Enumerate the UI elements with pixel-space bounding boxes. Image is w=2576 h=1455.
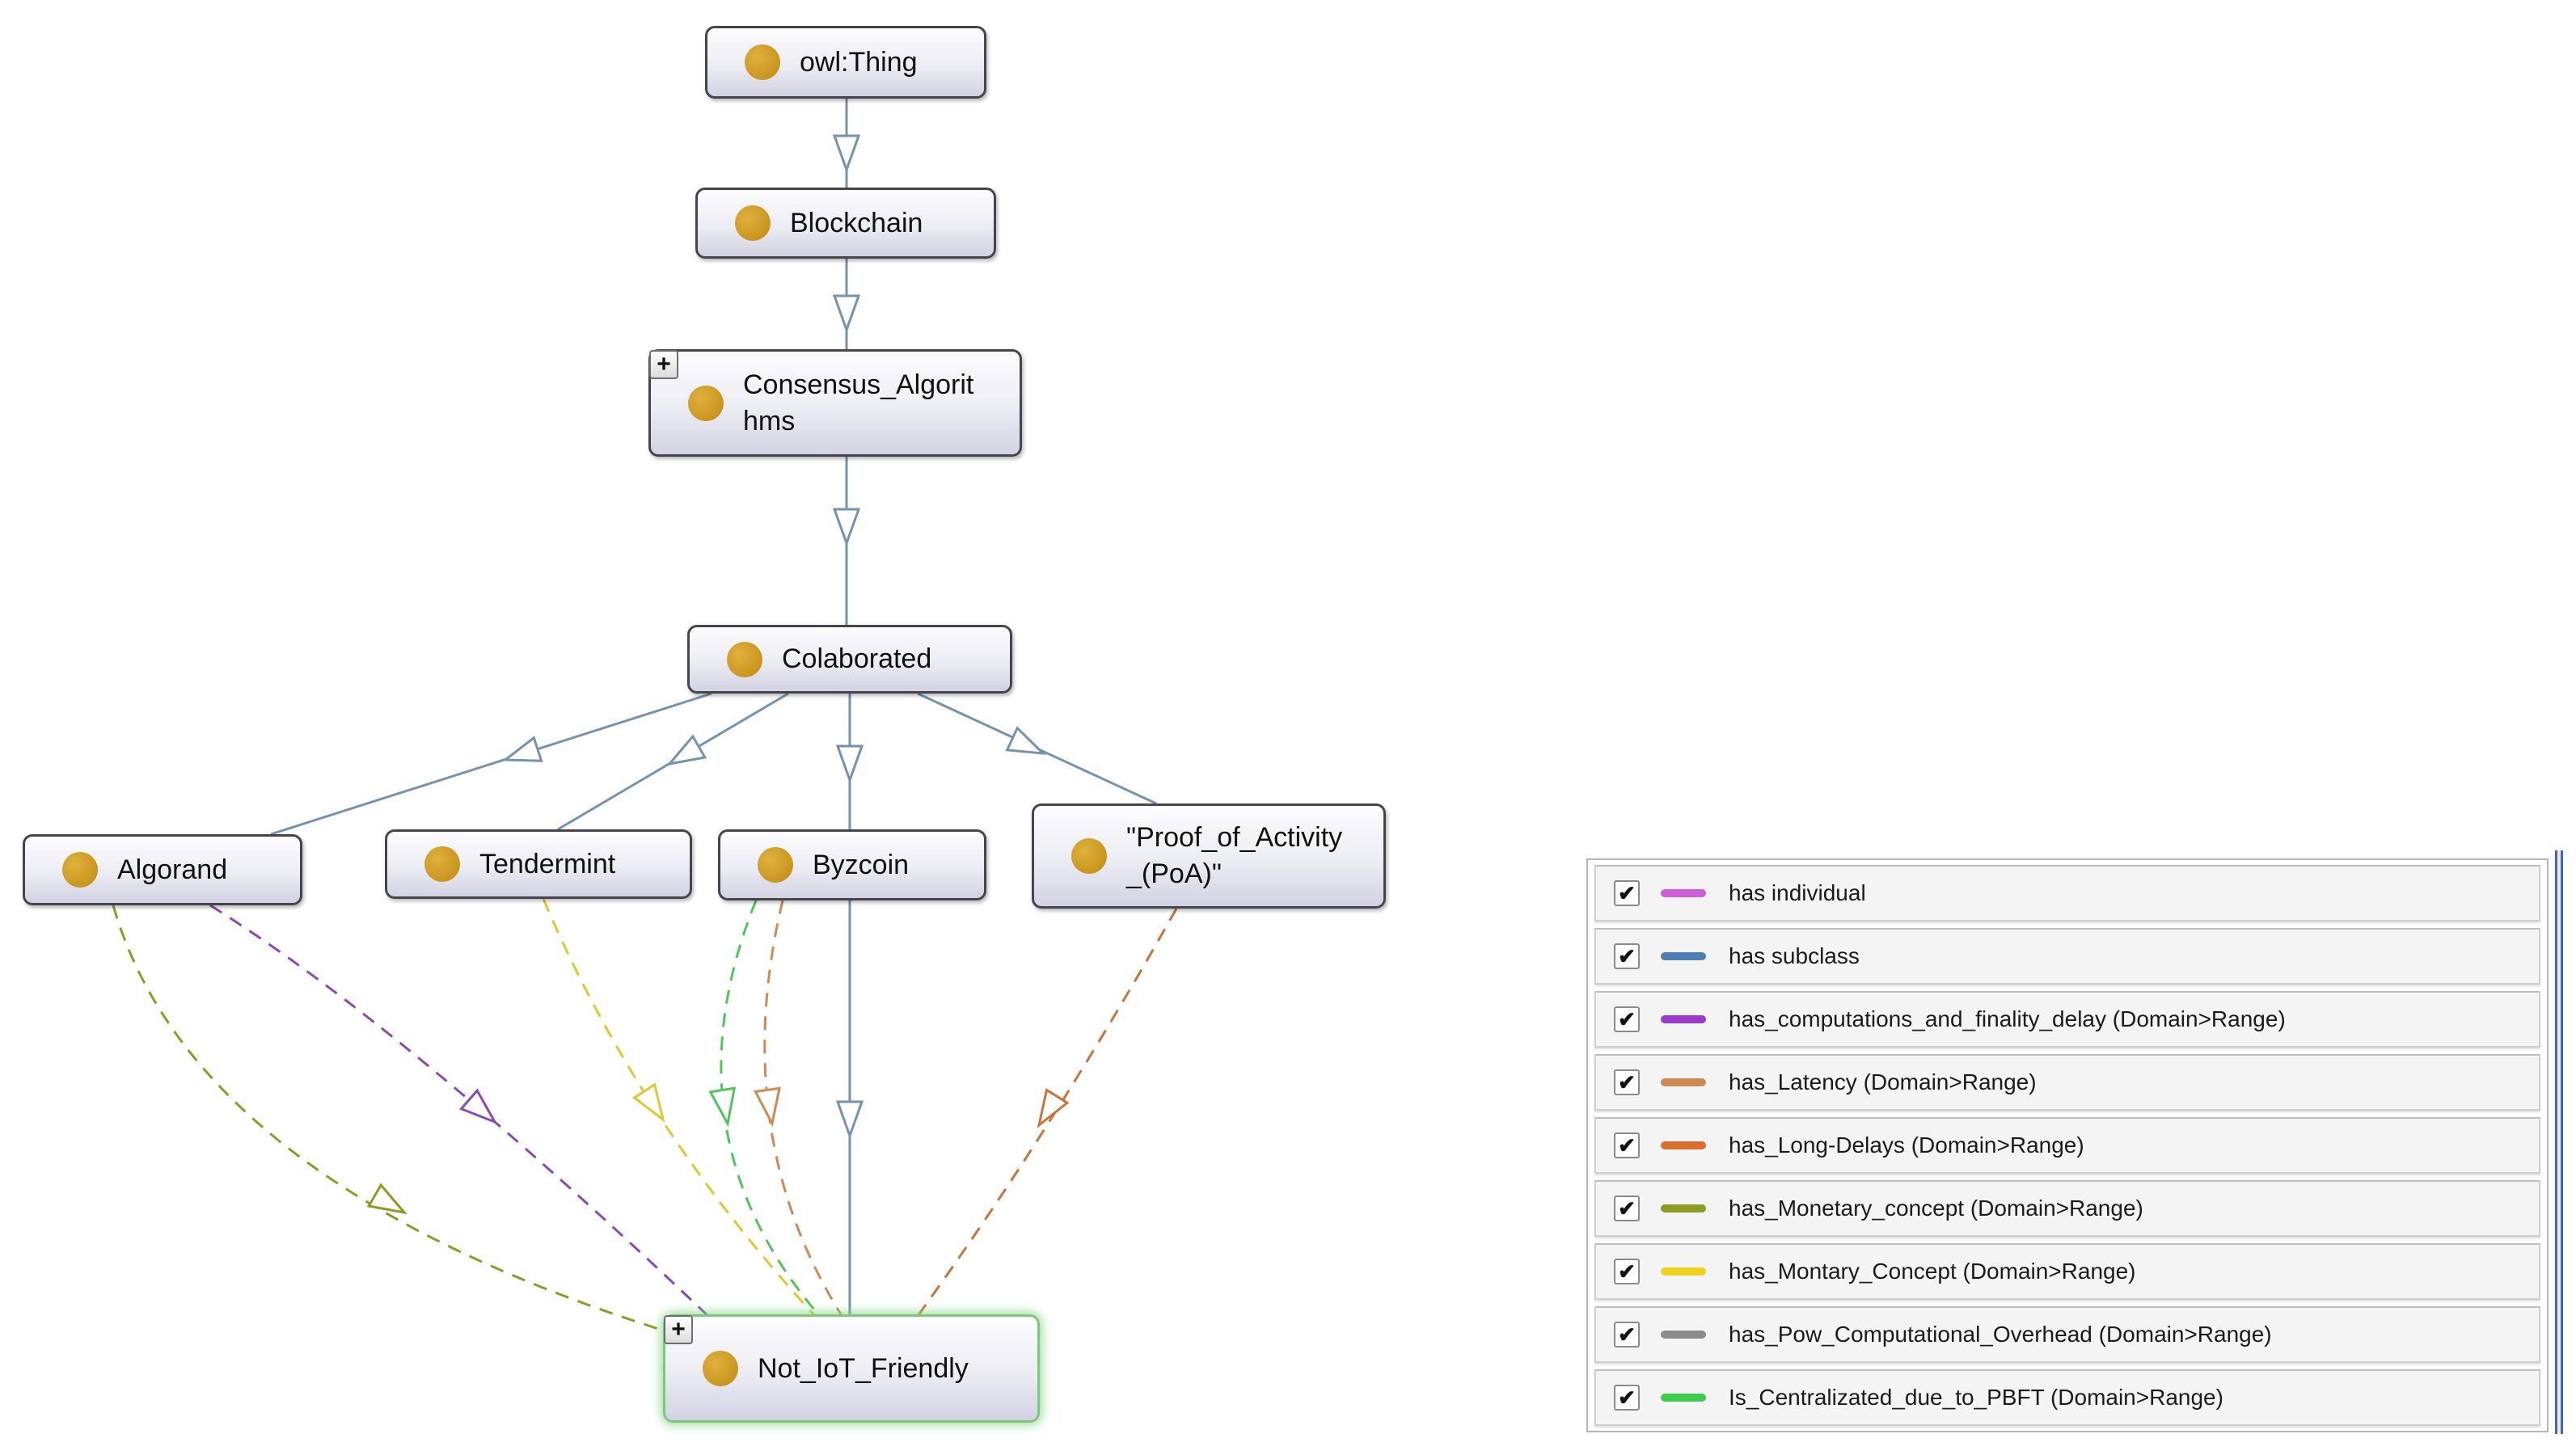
legend-color-swatch — [1661, 1015, 1706, 1023]
legend-color-swatch — [1661, 952, 1706, 960]
legend-row-has-computations-and-finality-delay[interactable]: ✔ has_computations_and_finality_delay (D… — [1594, 991, 2540, 1048]
node-blockchain[interactable]: Blockchain — [695, 188, 996, 259]
arrowhead-subclass — [832, 294, 861, 334]
legend-row-has-long-delays[interactable]: ✔ has_Long-Delays (Domain>Range) — [1594, 1117, 2540, 1174]
node-tendermint[interactable]: Tendermint — [385, 829, 692, 899]
node-proof-of-activity[interactable]: "Proof_of_Activity_(PoA)" — [1032, 803, 1386, 909]
arrowhead-has-latency — [753, 1086, 781, 1128]
class-icon — [727, 641, 762, 677]
node-label: owl:Thing — [800, 46, 918, 78]
class-icon — [62, 852, 98, 888]
node-label: Colaborated — [782, 643, 932, 675]
legend-color-swatch — [1661, 1141, 1706, 1149]
edge-has-long-delays-proof-notiot — [916, 908, 1178, 1317]
class-icon — [735, 205, 771, 241]
checkbox-checked-icon[interactable]: ✔ — [1614, 943, 1640, 969]
class-icon — [688, 385, 724, 421]
legend-label: has_Pow_Computational_Overhead (Domain>R… — [1729, 1322, 2272, 1347]
legend-label: has_computations_and_finality_delay (Dom… — [1729, 1006, 2286, 1031]
node-not-iot-friendly[interactable]: + Not_IoT_Friendly — [663, 1314, 1040, 1423]
legend-row-has-montary-concept[interactable]: ✔ has_Montary_Concept (Domain>Range) — [1594, 1243, 2540, 1300]
legend-row-has-pow-computational-overhead[interactable]: ✔ has_Pow_Computational_Overhead (Domain… — [1594, 1306, 2540, 1363]
node-algorand[interactable]: Algorand — [23, 834, 302, 905]
arrowhead-subclass — [835, 744, 864, 784]
legend-row-has-individual[interactable]: ✔ has individual — [1594, 865, 2540, 922]
node-label: Blockchain — [790, 207, 923, 238]
legend-row-has-latency[interactable]: ✔ has_Latency (Domain>Range) — [1594, 1054, 2540, 1111]
node-label: "Proof_of_Activity_(PoA)" — [1126, 822, 1343, 889]
node-owl-thing[interactable]: owl:Thing — [705, 26, 986, 99]
edge-has-monetary-concept-algorand-notiot — [112, 905, 688, 1339]
edge-has-computations-delay-algorand-notiot — [209, 904, 713, 1321]
expand-button[interactable]: + — [664, 1315, 693, 1344]
legend-label: has individual — [1729, 880, 1866, 905]
class-icon — [745, 44, 780, 80]
legend-label: has_Latency (Domain>Range) — [1729, 1069, 2037, 1094]
checkbox-checked-icon[interactable]: ✔ — [1614, 1322, 1640, 1347]
checkbox-checked-icon[interactable]: ✔ — [1614, 1196, 1640, 1221]
node-label: Tendermint — [479, 848, 616, 879]
edge-subclass-colaborated-algorand — [270, 692, 712, 836]
class-icon — [758, 847, 793, 883]
legend-label: has_Long-Delays (Domain>Range) — [1729, 1132, 2084, 1158]
class-icon — [703, 1351, 738, 1386]
checkbox-checked-icon[interactable]: ✔ — [1614, 880, 1640, 906]
arrowhead-has-montary-concept — [631, 1082, 665, 1123]
legend-label: has_Monetary_concept (Domain>Range) — [1729, 1196, 2143, 1221]
arrowhead-subclass — [501, 736, 543, 762]
legend-color-swatch — [1661, 1394, 1706, 1402]
arrowhead-has-computations-delay — [458, 1088, 498, 1124]
legend-color-swatch — [1661, 1331, 1706, 1339]
legend-scrollbar[interactable] — [2555, 850, 2563, 1434]
legend-row-has-subclass[interactable]: ✔ has subclass — [1594, 928, 2540, 985]
checkbox-checked-icon[interactable]: ✔ — [1614, 1069, 1640, 1095]
legend-row-has-monetary-concept[interactable]: ✔ has_Monetary_concept (Domain>Range) — [1594, 1180, 2540, 1237]
arrowhead-has-long-delays — [1037, 1088, 1070, 1128]
arrowhead-subclass — [666, 734, 707, 766]
legend-label: Is_Centralizated_due_to_PBFT (Domain>Ran… — [1729, 1385, 2223, 1410]
node-consensus-algorithms[interactable]: + Consensus_Algorithms — [648, 349, 1022, 457]
legend-label: has_Montary_Concept (Domain>Range) — [1729, 1259, 2136, 1284]
node-label: Algorand — [117, 854, 228, 885]
node-label: Byzcoin — [813, 849, 910, 880]
legend-color-swatch — [1661, 1204, 1706, 1212]
legend-panel: ✔ has individual ✔ has subclass ✔ has_co… — [1586, 858, 2549, 1432]
node-label: Consensus_Algorithms — [743, 369, 974, 436]
class-icon — [1071, 838, 1107, 874]
legend-color-swatch — [1661, 1078, 1706, 1086]
legend-color-swatch — [1661, 889, 1706, 897]
legend-label: has subclass — [1729, 943, 1860, 968]
arrowhead-subclass — [832, 134, 861, 174]
node-byzcoin[interactable]: Byzcoin — [718, 829, 986, 900]
checkbox-checked-icon[interactable]: ✔ — [1614, 1385, 1640, 1411]
arrowhead-is-centralizated-pbft — [708, 1086, 737, 1128]
checkbox-checked-icon[interactable]: ✔ — [1614, 1259, 1640, 1284]
class-icon — [424, 846, 460, 882]
checkbox-checked-icon[interactable]: ✔ — [1614, 1132, 1640, 1158]
legend-row-is-centralizated-due-to-pbft[interactable]: ✔ Is_Centralizated_due_to_PBFT (Domain>R… — [1594, 1369, 2540, 1426]
legend-color-swatch — [1661, 1267, 1706, 1276]
arrowhead-subclass — [1005, 726, 1047, 755]
arrowhead-subclass — [832, 508, 861, 547]
expand-button[interactable]: + — [649, 350, 678, 379]
checkbox-checked-icon[interactable]: ✔ — [1614, 1006, 1640, 1032]
arrowhead-has-monetary-concept — [366, 1183, 408, 1215]
node-colaborated[interactable]: Colaborated — [687, 625, 1012, 694]
arrowhead-subclass — [835, 1100, 864, 1140]
node-label: Not_IoT_Friendly — [758, 1352, 969, 1384]
